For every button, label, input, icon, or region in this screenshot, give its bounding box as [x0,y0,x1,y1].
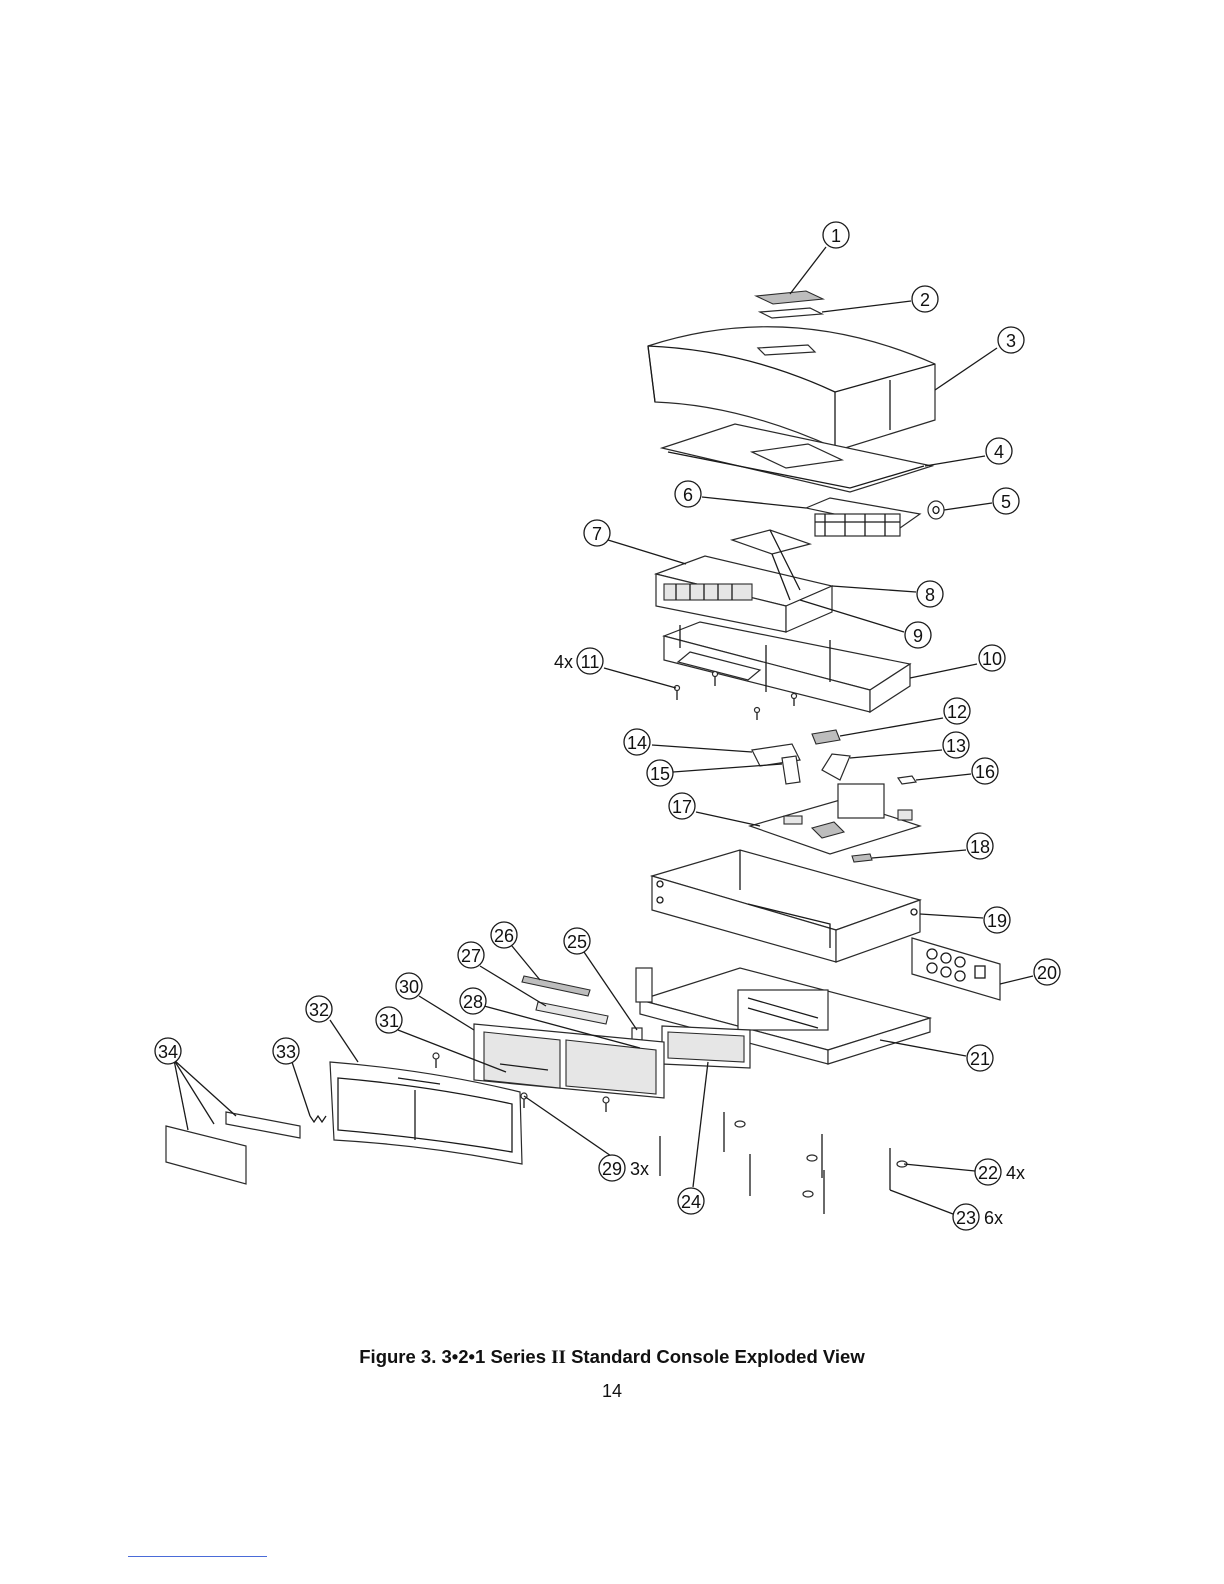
callout-number: 12 [947,702,967,722]
callout-33: 33 [273,1038,299,1064]
caption-roman: II [551,1347,566,1368]
callout-21: 21 [967,1045,993,1071]
callout-number: 13 [946,736,966,756]
part-5-knob [928,501,944,519]
callout-quantity: 4x [1006,1163,1025,1183]
callout-number: 27 [461,946,481,966]
callout-number: 1 [831,226,841,246]
callout-11: 11 4x [554,648,603,674]
callout-5: 5 [993,488,1019,514]
callout-6: 6 [675,481,701,507]
callout-17: 17 [669,793,695,819]
callout-29: 29 3x [599,1155,649,1181]
part-1-button-pad [756,291,823,304]
callout-quantity: 4x [554,652,573,672]
part-13-bracket [822,754,850,780]
callout-number: 21 [970,1049,990,1069]
part-3-top-cover [648,327,935,448]
callout-number: 29 [602,1159,622,1179]
callout-number: 24 [681,1192,701,1212]
callout-number: 31 [379,1011,399,1031]
callout-10: 10 [979,645,1005,671]
callout-32: 32 [306,996,332,1022]
callout-16: 16 [972,758,998,784]
part-26-button-bar [522,976,590,996]
callout-24: 24 [678,1188,704,1214]
part-7-disc-drive [656,530,832,632]
callout-3: 3 [998,327,1024,353]
callout-19: 19 [984,907,1010,933]
callout-18: 18 [967,833,993,859]
part-27-button-bar [536,1002,608,1024]
callout-number: 32 [309,1000,329,1020]
callout-31: 31 [376,1007,402,1033]
callout-20: 20 [1034,959,1060,985]
callout-number: 34 [158,1042,178,1062]
parts-group [166,291,1000,1214]
callout-quantity: 6x [984,1208,1003,1228]
page-number: 14 [0,1381,1224,1402]
part-12-thermal-pad [812,730,840,744]
exploded-view-diagram: 12345678910114x12131415161718192021224x2… [0,0,1224,1300]
callout-number: 18 [970,837,990,857]
part-4-gasket-frame [662,424,932,492]
callout-number: 26 [494,926,514,946]
footnote-rule [128,1556,267,1557]
callout-number: 2 [920,290,930,310]
part-17-main-board [750,784,920,854]
callout-number: 22 [978,1163,998,1183]
callout-number: 9 [913,626,923,646]
caption-prefix: Figure 3. 3•2•1 Series [359,1346,551,1367]
callout-4: 4 [986,438,1012,464]
callout-26: 26 [491,922,517,948]
callout-22: 22 4x [975,1159,1025,1185]
callout-30: 30 [396,973,422,999]
callout-number: 19 [987,911,1007,931]
callout-number: 7 [592,524,602,544]
callout-27: 27 [458,942,484,968]
callout-number: 28 [463,992,483,1012]
callout-number: 4 [994,442,1004,462]
callout-8: 8 [917,581,943,607]
callout-14: 14 [624,729,650,755]
callout-number: 23 [956,1208,976,1228]
part-10-drive-bracket [664,622,910,712]
callout-number: 11 [581,652,600,672]
part-20-rear-panel [912,938,1000,1000]
callout-25: 25 [564,928,590,954]
part-6-display-board [806,498,920,536]
callout-28: 28 [460,988,486,1014]
part-2-label-plate [760,308,822,318]
callout-number: 15 [650,764,670,784]
callout-quantity: 3x [630,1159,649,1179]
callout-number: 17 [672,797,692,817]
callout-number: 3 [1006,331,1016,351]
callout-number: 5 [1001,492,1011,512]
caption-suffix: Standard Console Exploded View [566,1346,865,1367]
callout-13: 13 [943,732,969,758]
part-18-connector [852,854,872,862]
figure-caption: Figure 3. 3•2•1 Series II Standard Conso… [0,1346,1224,1369]
callout-34: 34 [155,1038,181,1064]
callout-number: 10 [982,649,1002,669]
callout-12: 12 [944,698,970,724]
callout-number: 25 [567,932,587,952]
part-33-spring [310,1116,326,1122]
part-16-chip [898,776,916,784]
callout-number: 16 [975,762,995,782]
callout-number: 20 [1037,963,1057,983]
part-19-chassis [652,850,920,962]
callout-number: 14 [627,733,647,753]
callout-9: 9 [905,622,931,648]
callout-2: 2 [912,286,938,312]
callout-7: 7 [584,520,610,546]
callout-1: 1 [823,222,849,248]
callout-number: 30 [399,977,419,997]
callout-number: 33 [276,1042,296,1062]
callout-number: 6 [683,485,693,505]
callout-number: 8 [925,585,935,605]
part-24-display-window [662,1026,750,1068]
callout-15: 15 [647,760,673,786]
callout-23: 23 6x [953,1204,1003,1230]
